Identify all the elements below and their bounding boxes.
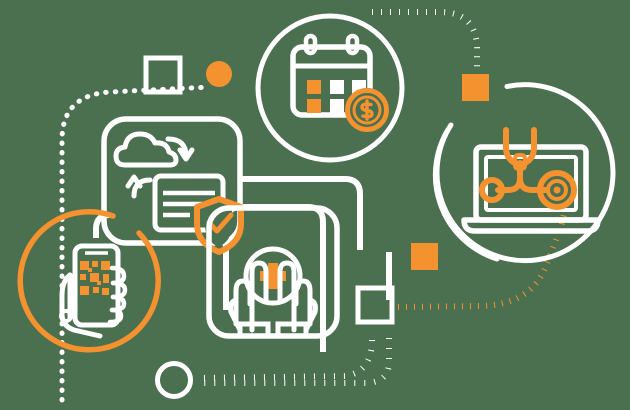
- square-outline-top: [143, 55, 183, 95]
- square-outline-lower: [355, 285, 395, 325]
- appointment-circle-outline: [255, 13, 405, 163]
- sync-arrow-left-head: [125, 174, 143, 189]
- mobile-circle-outline: [17, 209, 161, 353]
- calendar-ring-right: [345, 33, 360, 56]
- square-orange-mid-right: [411, 243, 438, 270]
- stethoscope-earpiece: [479, 177, 505, 203]
- dotted-left-ascender: [59, 84, 213, 403]
- stethoscope-tube-right: [517, 165, 549, 193]
- hands-medical-cross-icon: [228, 246, 318, 339]
- hand-phone-qr-icon: [59, 243, 128, 339]
- laptop-stethoscope-icon: [461, 127, 601, 234]
- coin-inner-ring: [352, 95, 382, 125]
- stethoscope-connector: [513, 153, 527, 171]
- qr-code-icon: [80, 261, 110, 295]
- records-panel-outline: [101, 116, 243, 246]
- right-hand-palm: [303, 297, 318, 333]
- dollar-sign-icon: [360, 99, 374, 121]
- security-shield-icon: [194, 196, 244, 255]
- calendar-body: [290, 44, 373, 118]
- left-wrist: [237, 321, 271, 339]
- right-wrist: [275, 321, 309, 339]
- dot-orange-top: [206, 61, 232, 87]
- care-panel-outline: [206, 205, 340, 339]
- finger-4: [107, 307, 124, 325]
- cloud-shape: [113, 131, 179, 168]
- sync-arrow-right-path: [165, 136, 189, 159]
- stethoscope-chestpiece-center: [553, 186, 561, 194]
- calendar-day-highlight-1: [307, 80, 321, 94]
- right-hand-finger: [277, 260, 297, 333]
- medical-cross-icon: [260, 263, 286, 289]
- calendar-dollar-icon: [290, 33, 389, 132]
- telehealth-circle-outline: [432, 82, 616, 264]
- calendar-day-highlight-2: [307, 99, 321, 113]
- calendar-ring-left: [303, 33, 318, 56]
- wrist-watch-dial: [59, 309, 73, 323]
- dotted-square-to-bottom-left: [200, 338, 392, 386]
- care-cross-circle: [243, 246, 303, 306]
- calendar-day-5: [330, 99, 344, 113]
- circle-outline-bottom: [155, 361, 193, 399]
- square-orange-upper-right: [462, 74, 489, 101]
- calendar-day-2: [330, 80, 344, 94]
- sync-arrow-right-head: [177, 147, 195, 162]
- coin-outer-ring: [345, 88, 389, 132]
- laptop-base: [461, 217, 601, 234]
- left-hand-palm: [228, 297, 243, 333]
- stethoscope-chestpiece-outer: [537, 170, 577, 210]
- left-hand-finger: [249, 260, 269, 333]
- solid-records-to-telehealth-rail: [239, 176, 363, 250]
- stethoscope-chestpiece-mid: [546, 179, 568, 201]
